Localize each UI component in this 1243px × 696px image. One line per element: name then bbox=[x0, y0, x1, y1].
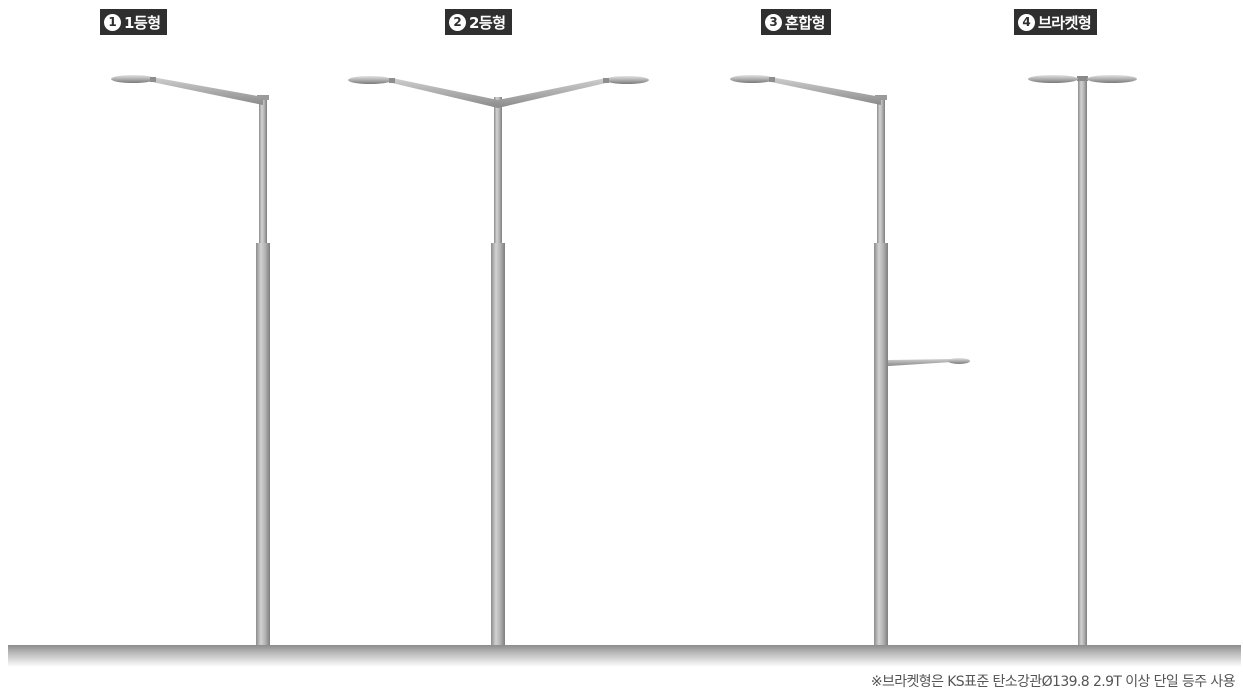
pole-type-4 bbox=[1028, 75, 1137, 647]
lamp-1 bbox=[111, 75, 155, 83]
arm-1 bbox=[152, 77, 263, 105]
pole-type-1 bbox=[111, 75, 270, 647]
label-text-3: 혼합형 bbox=[785, 13, 825, 32]
pole-upper-2 bbox=[494, 97, 502, 245]
pole-type-2 bbox=[348, 76, 649, 647]
label-type-3: 3 혼합형 bbox=[761, 9, 831, 35]
pole-lower-2 bbox=[491, 243, 505, 647]
arm-3-upper bbox=[771, 77, 881, 105]
lamp-4-left bbox=[1028, 75, 1078, 83]
label-type-2: 2 2등형 bbox=[445, 9, 512, 35]
lamp-2-right bbox=[605, 76, 649, 84]
pole-type-3 bbox=[730, 75, 970, 647]
arm-3-lower bbox=[888, 359, 952, 366]
pole-4 bbox=[1078, 78, 1087, 647]
footnote: ※브라켓형은 KS표준 탄소강관Ø139.8 2.9T 이상 단일 등주 사용 bbox=[870, 674, 1236, 690]
label-text-2: 2등형 bbox=[469, 13, 506, 32]
lamp-3-lower bbox=[948, 358, 970, 364]
number-badge-1: 1 bbox=[104, 13, 121, 31]
number-badge-2: 2 bbox=[449, 13, 466, 31]
lamp-3-upper bbox=[730, 75, 774, 83]
lamp-2-left bbox=[348, 76, 392, 84]
label-text-4: 브라켓형 bbox=[1038, 13, 1092, 32]
arm-2-right bbox=[498, 78, 606, 108]
pole-lower-3 bbox=[874, 243, 888, 647]
number-badge-3: 3 bbox=[765, 13, 782, 31]
lamp-4-right bbox=[1087, 75, 1137, 83]
label-type-1: 1 1등형 bbox=[100, 9, 167, 35]
ground bbox=[8, 645, 1241, 667]
label-text-1: 1등형 bbox=[124, 13, 161, 32]
pole-upper-3 bbox=[877, 97, 885, 245]
pole-lower-1 bbox=[256, 243, 270, 647]
label-type-4: 4 브라켓형 bbox=[1014, 9, 1098, 35]
arm-2-left bbox=[392, 78, 498, 108]
number-badge-4: 4 bbox=[1018, 13, 1035, 31]
pole-upper-1 bbox=[259, 97, 267, 245]
